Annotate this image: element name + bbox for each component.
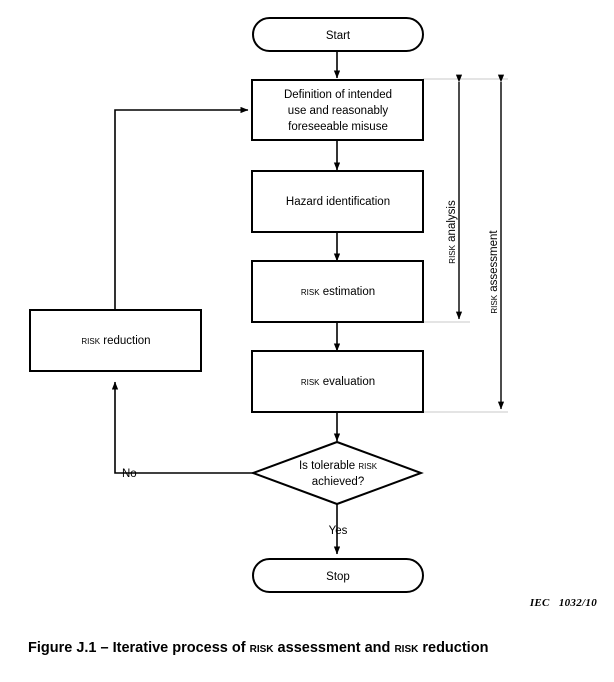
figure-caption-term-1: risk <box>249 640 274 656</box>
node-stop: Stop <box>252 558 424 593</box>
node-risk-reduction-rest: reduction <box>100 335 151 347</box>
edge-label-no: No <box>122 468 137 480</box>
figure-caption-term-2: risk <box>394 640 419 656</box>
node-start: Start <box>252 17 424 52</box>
bracket-label-risk-analysis-rest: analysis <box>446 200 458 245</box>
figure-caption-prefix: Figure J.1 – Iterative process of <box>28 640 250 656</box>
node-risk-estimation: risk estimation <box>251 260 424 323</box>
node-risk-reduction-term: risk <box>81 335 100 347</box>
node-risk-reduction-label: risk reduction <box>81 335 150 347</box>
bracket-label-risk-assessment-term: risk <box>488 294 500 313</box>
node-decision-line-1: Is tolerable risk <box>299 460 378 472</box>
node-risk-estimation-label: risk estimation <box>301 286 375 298</box>
node-risk-evaluation-rest: evaluation <box>320 376 376 388</box>
node-definition-line-2: use and reasonably <box>288 105 389 117</box>
bracket-label-risk-analysis: risk analysis <box>446 200 458 264</box>
figure-caption-suffix: reduction <box>418 640 489 656</box>
node-risk-estimation-rest: estimation <box>320 286 376 298</box>
figure-caption: Figure J.1 – Iterative process of risk a… <box>28 640 488 656</box>
node-decision-line-1-term: risk <box>358 460 377 472</box>
node-decision-is-tolerable-risk-achieved: Is tolerable risk achieved? <box>250 440 424 506</box>
node-risk-evaluation-label: risk evaluation <box>301 376 375 388</box>
node-risk-estimation-term: risk <box>301 286 320 298</box>
edge-label-yes: Yes <box>329 525 348 537</box>
bracket-label-risk-analysis-term: risk <box>446 244 458 263</box>
node-stop-label: Stop <box>326 571 350 583</box>
node-decision-line-2: achieved? <box>312 476 364 488</box>
node-definition-line-1: Definition of intended <box>284 89 392 101</box>
connector-reduction-to-definition <box>114 106 249 310</box>
figure-caption-mid: assessment and <box>273 640 395 656</box>
connector-no-branch-to-reduction <box>111 381 262 477</box>
node-decision-line-1-prefix: Is tolerable <box>299 460 358 472</box>
node-definition-of-intended-use: Definition of intended use and reasonabl… <box>251 79 424 141</box>
node-hazard-identification-label: Hazard identification <box>286 196 390 208</box>
bracket-label-risk-assessment-rest: assessment <box>488 230 500 295</box>
node-start-label: Start <box>326 30 351 42</box>
bracket-label-risk-assessment: risk assessment <box>488 230 500 314</box>
iec-attribution: IEC 1032/10 <box>529 597 597 609</box>
node-definition-line-3: foreseeable misuse <box>288 121 388 133</box>
node-hazard-identification: Hazard identification <box>251 170 424 233</box>
node-risk-reduction: risk reduction <box>29 309 202 372</box>
node-risk-evaluation: risk evaluation <box>251 350 424 413</box>
node-risk-evaluation-term: risk <box>301 376 320 388</box>
